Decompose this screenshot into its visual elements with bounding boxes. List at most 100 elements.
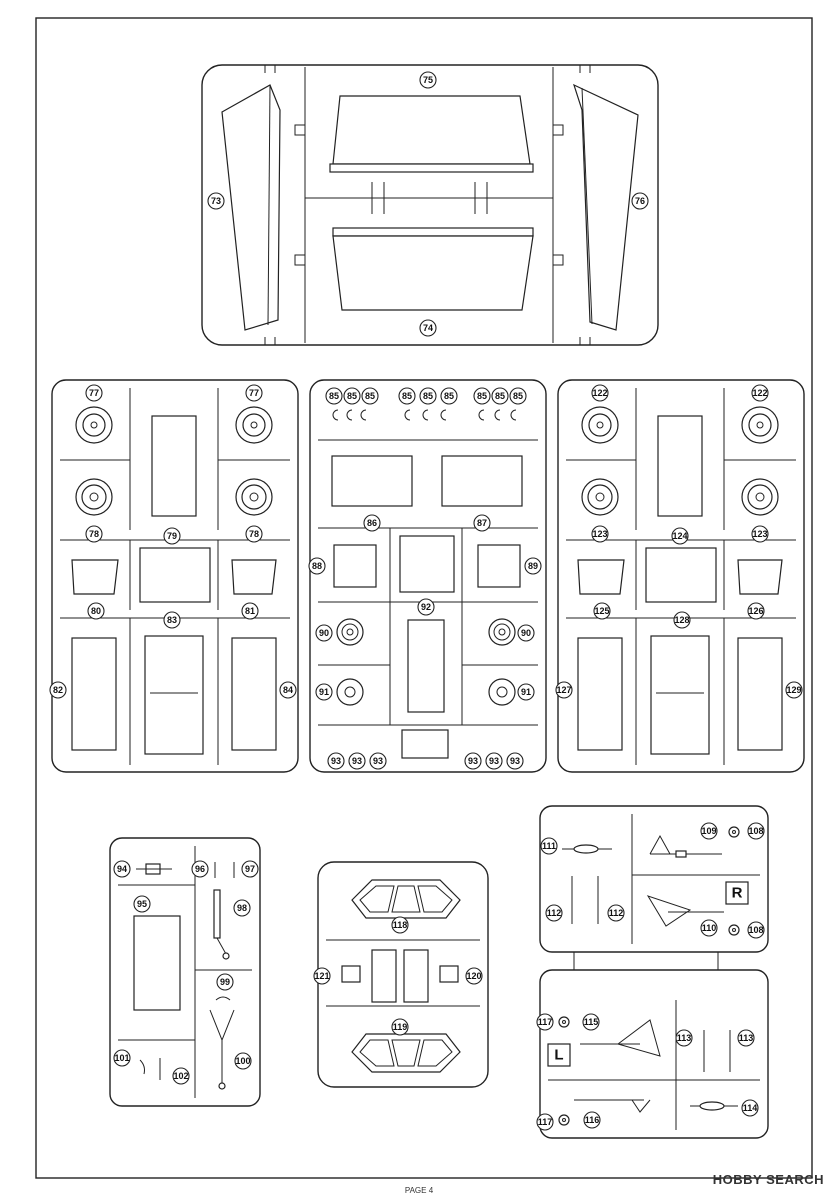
svg-text:82: 82 — [53, 685, 63, 695]
svg-text:77: 77 — [249, 388, 259, 398]
part-number-118: 118 — [391, 916, 409, 934]
svg-text:93: 93 — [352, 756, 362, 766]
svg-text:85: 85 — [365, 391, 375, 401]
part-number-113: 113 — [675, 1029, 693, 1047]
part-number-101: 101 — [113, 1049, 131, 1067]
svg-text:85: 85 — [444, 391, 454, 401]
part-number-85: 85 — [473, 387, 491, 405]
part-number-76: 76 — [631, 192, 649, 210]
svg-text:90: 90 — [319, 628, 329, 638]
svg-text:112: 112 — [609, 908, 624, 918]
part-74-panel — [332, 235, 534, 311]
svg-text:85: 85 — [513, 391, 523, 401]
svg-text:116: 116 — [585, 1115, 600, 1125]
part-number-123: 123 — [591, 525, 609, 543]
sprue-c — [309, 379, 547, 773]
svg-text:127: 127 — [556, 685, 571, 695]
part-number-117: 117 — [536, 1013, 554, 1031]
part-number-75: 75 — [419, 71, 437, 89]
part-number-81: 81 — [241, 602, 259, 620]
svg-text:93: 93 — [331, 756, 341, 766]
svg-text:94: 94 — [117, 864, 127, 874]
part-number-83: 83 — [163, 611, 181, 629]
part-number-111: 111 — [540, 837, 558, 855]
svg-text:86: 86 — [367, 518, 377, 528]
part-number-115: 115 — [582, 1013, 600, 1031]
part-number-85: 85 — [491, 387, 509, 405]
part-number-91: 91 — [517, 683, 535, 701]
part-number-78: 78 — [85, 525, 103, 543]
part-number-98: 98 — [233, 899, 251, 917]
svg-text:125: 125 — [594, 606, 609, 616]
part-number-85: 85 — [343, 387, 361, 405]
svg-text:85: 85 — [329, 391, 339, 401]
part-number-122: 122 — [591, 384, 609, 402]
svg-text:115: 115 — [584, 1017, 599, 1027]
svg-text:122: 122 — [752, 388, 767, 398]
part-number-95: 95 — [133, 895, 151, 913]
part-number-91: 91 — [315, 683, 333, 701]
part-75-panel — [332, 95, 531, 165]
svg-text:100: 100 — [235, 1056, 250, 1066]
svg-text:108: 108 — [748, 925, 763, 935]
svg-text:74: 74 — [423, 323, 433, 333]
svg-text:102: 102 — [173, 1071, 188, 1081]
svg-text:85: 85 — [402, 391, 412, 401]
part-number-114: 114 — [741, 1099, 759, 1117]
part-number-102: 102 — [172, 1067, 190, 1085]
part-number-77: 77 — [85, 384, 103, 402]
part-number-116: 116 — [583, 1111, 601, 1129]
part-number-85: 85 — [361, 387, 379, 405]
part-number-99: 99 — [216, 973, 234, 991]
part-number-121: 121 — [313, 967, 331, 985]
svg-text:117: 117 — [538, 1017, 553, 1027]
part-number-78: 78 — [245, 525, 263, 543]
svg-text:113: 113 — [677, 1033, 692, 1043]
part-number-120: 120 — [465, 967, 483, 985]
svg-text:83: 83 — [167, 615, 177, 625]
part-number-80: 80 — [87, 602, 105, 620]
svg-text:76: 76 — [635, 196, 645, 206]
svg-text:110: 110 — [702, 923, 717, 933]
svg-text:73: 73 — [211, 196, 221, 206]
svg-text:108: 108 — [748, 826, 763, 836]
svg-text:78: 78 — [249, 529, 259, 539]
part-number-124: 124 — [671, 527, 689, 545]
svg-text:92: 92 — [421, 602, 431, 612]
svg-text:93: 93 — [373, 756, 383, 766]
part-number-119: 119 — [391, 1018, 409, 1036]
part-number-79: 79 — [163, 527, 181, 545]
svg-text:75: 75 — [423, 75, 433, 85]
part-number-117: 117 — [536, 1113, 554, 1131]
part-number-93: 93 — [485, 752, 503, 770]
svg-text:122: 122 — [592, 388, 607, 398]
part-number-74: 74 — [419, 319, 437, 337]
svg-text:85: 85 — [477, 391, 487, 401]
svg-text:118: 118 — [393, 920, 408, 930]
svg-text:97: 97 — [245, 864, 255, 874]
svg-text:129: 129 — [786, 685, 801, 695]
part-number-90: 90 — [517, 624, 535, 642]
svg-text:87: 87 — [477, 518, 487, 528]
part-number-96: 96 — [191, 860, 209, 878]
part-number-85: 85 — [440, 387, 458, 405]
svg-text:111: 111 — [542, 841, 556, 851]
part-number-89: 89 — [524, 557, 542, 575]
part-number-108: 108 — [747, 822, 765, 840]
left-side-label: L — [554, 1047, 563, 1064]
part-number-90: 90 — [315, 624, 333, 642]
svg-text:89: 89 — [528, 561, 538, 571]
svg-text:81: 81 — [245, 606, 255, 616]
part-number-77: 77 — [245, 384, 263, 402]
part-number-93: 93 — [369, 752, 387, 770]
svg-text:79: 79 — [167, 531, 177, 541]
svg-text:121: 121 — [314, 971, 329, 981]
svg-text:85: 85 — [347, 391, 357, 401]
sprue-b — [51, 379, 299, 773]
part-number-87: 87 — [473, 514, 491, 532]
svg-text:117: 117 — [538, 1117, 553, 1127]
part-number-82: 82 — [49, 681, 67, 699]
svg-text:123: 123 — [752, 529, 767, 539]
svg-text:95: 95 — [137, 899, 147, 909]
svg-text:120: 120 — [466, 971, 481, 981]
